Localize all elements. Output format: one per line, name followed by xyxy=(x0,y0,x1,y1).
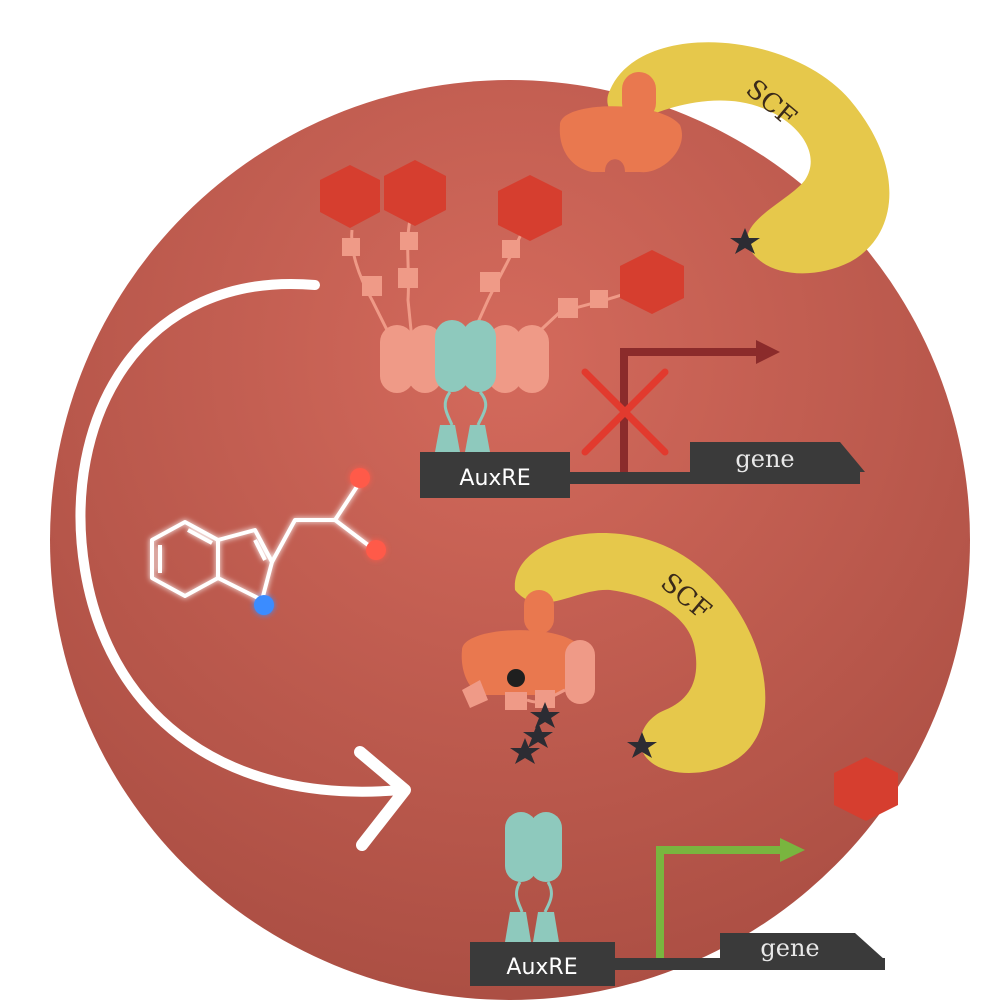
gene-box-bottom xyxy=(720,933,885,960)
curved-arrow-icon xyxy=(75,278,411,851)
scf-bottom-shape xyxy=(514,533,766,773)
active-complex: SCF xyxy=(461,533,898,986)
auxre-box-top xyxy=(420,452,570,498)
arf-dimer-bottom xyxy=(505,812,562,942)
auxin-molecule-icon xyxy=(150,468,386,615)
transcription-arrow-head-icon xyxy=(756,340,780,364)
gene-label-top: gene xyxy=(735,445,794,473)
background-circle xyxy=(50,80,970,1000)
transcription-arrow-head-icon xyxy=(780,838,805,862)
repressed-transcription xyxy=(581,340,780,472)
cross-icon xyxy=(581,368,669,456)
scf-top-shape xyxy=(607,42,890,274)
polyubiquitin-chain xyxy=(510,702,560,764)
repressor-hexagon xyxy=(384,160,446,226)
ubiquitin-star-icon xyxy=(510,738,540,764)
arf-dna-binding-top xyxy=(435,390,490,452)
gene-label-bottom: gene xyxy=(760,934,819,962)
ubiquitin-star-icon xyxy=(627,732,657,758)
ubiquitin-star-icon xyxy=(523,722,553,748)
repressor-hexagon xyxy=(620,250,684,314)
auxre-label-top: AuxRE xyxy=(459,466,530,491)
gene-box-top xyxy=(690,442,865,472)
repressor-hexagon xyxy=(320,165,380,228)
active-transcription xyxy=(656,838,805,958)
aux-iaa-repressors xyxy=(320,160,684,393)
auxre-box-bottom xyxy=(470,942,615,986)
released-hexagon xyxy=(834,757,898,821)
dna-strand-top: AuxRE gene xyxy=(420,442,865,498)
ubiquitin-star-icon xyxy=(530,702,560,728)
dna-strand-bottom: AuxRE gene xyxy=(470,933,885,986)
tir1-receptor-bottom xyxy=(461,590,595,710)
ubiquitin-star-icon xyxy=(730,228,760,254)
auxre-label-bottom: AuxRE xyxy=(506,955,577,980)
bound-auxin-dot xyxy=(507,669,525,687)
repressed-complex: SCF xyxy=(320,42,890,498)
tir1-receptor-top xyxy=(559,72,682,173)
repressor-hexagon xyxy=(498,175,562,241)
